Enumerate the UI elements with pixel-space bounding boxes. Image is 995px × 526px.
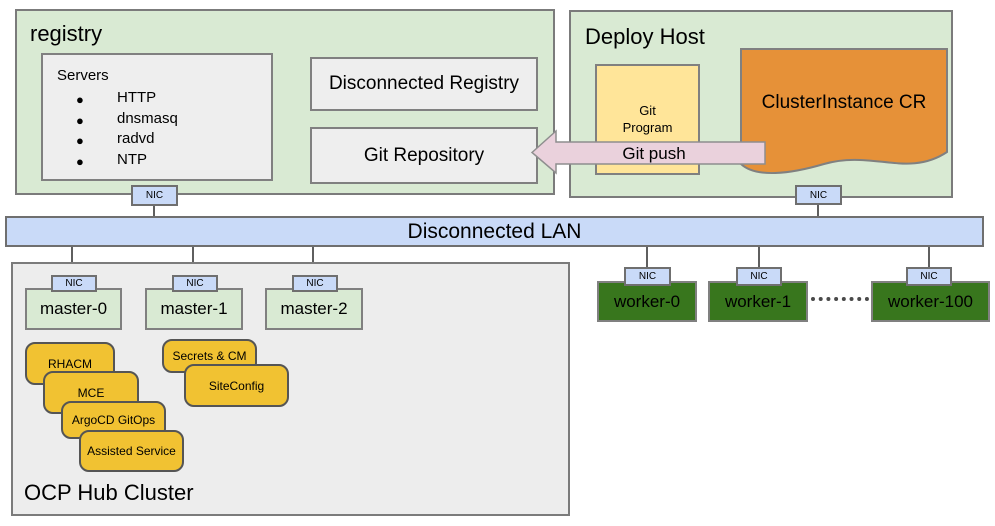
master-1-nic: NIC — [172, 275, 218, 292]
ocp-hub-cluster-zone: master-0 master-1 master-2 NIC NIC NIC R… — [11, 262, 570, 516]
connector-deploy-lan — [817, 205, 819, 216]
worker-0-node: worker-0 — [597, 281, 697, 322]
server-item-radvd: ● radvd — [76, 130, 155, 148]
worker-ellipsis-link — [811, 297, 869, 301]
worker-1-node: worker-1 — [708, 281, 808, 322]
master-0-node: master-0 — [25, 288, 122, 330]
bullet-icon: ● — [76, 153, 84, 169]
bullet-icon: ● — [76, 133, 84, 148]
connector-lan-worker1 — [758, 247, 760, 268]
worker-0-nic: NIC — [624, 267, 671, 286]
server-item-dnsmasq: ● dnsmasq — [76, 109, 178, 128]
bullet-icon: ● — [76, 92, 84, 107]
bullet-icon: ● — [76, 112, 84, 128]
registry-zone: registry Servers ● HTTP ● dnsmasq ● radv… — [15, 9, 555, 195]
worker-100-nic: NIC — [906, 267, 952, 286]
config-siteconfig: SiteConfig — [184, 364, 289, 407]
connector-lan-master1 — [192, 247, 194, 273]
cluster-instance-label: ClusterInstance CR — [762, 92, 927, 113]
worker-100-node: worker-100 — [871, 281, 990, 322]
ocp-hub-cluster-title: OCP Hub Cluster — [24, 480, 194, 505]
disconnected-registry-box: Disconnected Registry — [310, 57, 538, 111]
master-0-nic: NIC — [51, 275, 97, 292]
registry-nic: NIC — [131, 185, 178, 206]
git-repository-box: Git Repository — [310, 127, 538, 184]
worker-1-nic: NIC — [736, 267, 782, 286]
connector-registry-lan — [153, 206, 155, 216]
servers-title: Servers — [57, 67, 109, 84]
master-2-nic: NIC — [292, 275, 338, 292]
disconnected-lan-bar: Disconnected LAN — [5, 216, 984, 247]
connector-lan-worker0 — [646, 247, 648, 268]
connector-lan-worker100 — [928, 247, 930, 268]
server-item-ntp: ● NTP — [76, 150, 147, 169]
cluster-instance-document-shape: ClusterInstance CR — [740, 48, 948, 174]
git-push-label: Git push — [622, 144, 685, 163]
operator-assisted-service: Assisted Service — [79, 430, 184, 472]
servers-box: Servers ● HTTP ● dnsmasq ● radvd ● NTP — [41, 53, 273, 181]
git-push-arrow-left-icon: Git push — [530, 129, 766, 175]
deploy-host-title: Deploy Host — [585, 24, 705, 49]
master-1-node: master-1 — [145, 288, 243, 330]
connector-lan-master0 — [71, 247, 73, 273]
registry-title: registry — [30, 21, 103, 46]
deploy-host-nic: NIC — [795, 185, 842, 205]
connector-lan-master2 — [312, 247, 314, 273]
master-2-node: master-2 — [265, 288, 363, 330]
server-item-http: ● HTTP — [76, 89, 157, 107]
